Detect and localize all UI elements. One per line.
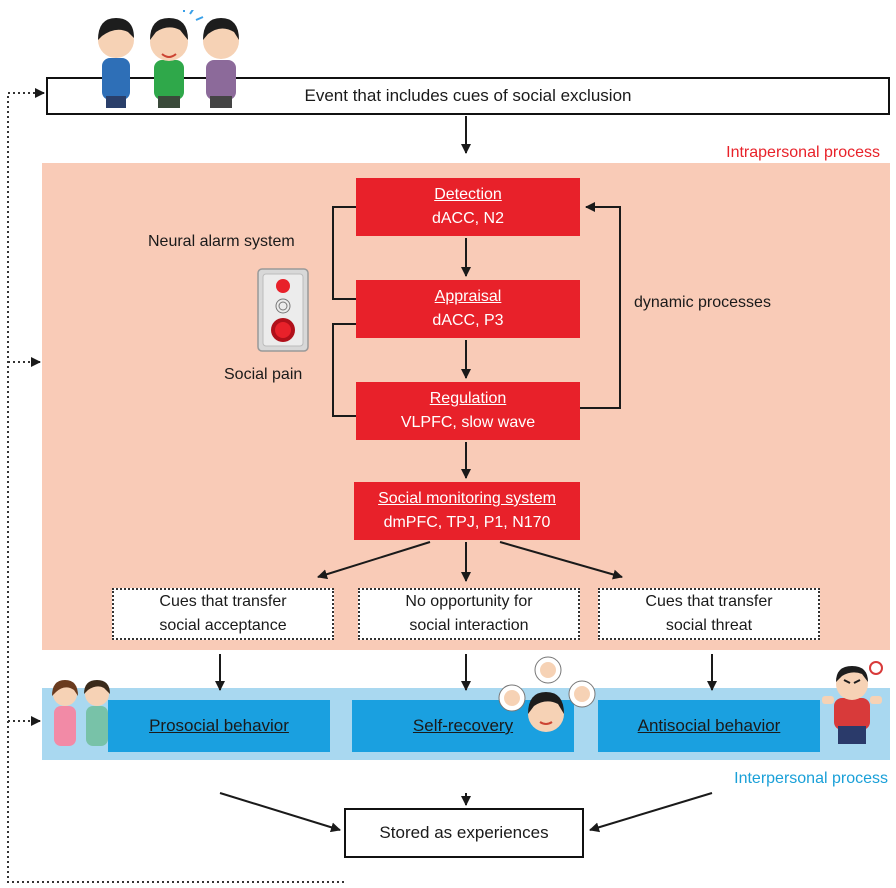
arrow-monitoring-to-threat bbox=[499, 541, 623, 580]
self-recovery-label: Self-recovery bbox=[412, 716, 514, 735]
dynamic-loop bbox=[580, 202, 621, 409]
cue-box-threat: Cues that transfer social threat bbox=[598, 588, 820, 640]
cue-line1: Cues that transfer bbox=[159, 593, 287, 610]
regulation-box: Regulation VLPFC, slow wave bbox=[356, 382, 580, 440]
event-label: Event that includes cues of social exclu… bbox=[304, 86, 632, 105]
arrow-monitoring-to-acceptance bbox=[317, 541, 431, 580]
self-recovery-faces-illustration bbox=[498, 656, 596, 732]
detection-box: Detection dACC, N2 bbox=[356, 178, 580, 236]
alarm-label: Neural alarm system bbox=[148, 233, 295, 250]
cue-box-acceptance: Cues that transfer social acceptance bbox=[112, 588, 334, 640]
arrow-prosocial-to-stored bbox=[219, 792, 341, 833]
excluded-children-illustration bbox=[98, 10, 239, 108]
pain-label: Social pain bbox=[224, 366, 303, 383]
alarm-button-icon bbox=[257, 268, 309, 352]
monitoring-sub: dmPFC, TPJ, P1, N170 bbox=[383, 514, 551, 531]
regulation-sub: VLPFC, slow wave bbox=[400, 414, 536, 431]
feedback-dotted bbox=[7, 88, 344, 883]
antisocial-label: Antisocial behavior bbox=[637, 716, 781, 735]
cue-box-no-opportunity: No opportunity for social interaction bbox=[358, 588, 580, 640]
detection-title: Detection bbox=[434, 186, 502, 203]
prosocial-label: Prosocial behavior bbox=[149, 716, 289, 735]
cue-line2: social acceptance bbox=[159, 617, 287, 634]
alarm-bracket bbox=[332, 206, 356, 300]
friendly-couple-illustration bbox=[52, 680, 110, 746]
prosocial-box: Prosocial behavior bbox=[108, 700, 330, 752]
cue-line2: social interaction bbox=[409, 617, 529, 634]
monitoring-box: Social monitoring system dmPFC, TPJ, P1,… bbox=[354, 482, 580, 540]
interpersonal-label: Interpersonal process bbox=[734, 770, 888, 787]
regulation-title: Regulation bbox=[429, 390, 507, 407]
appraisal-title: Appraisal bbox=[434, 288, 502, 305]
cue-line2: social threat bbox=[665, 617, 753, 634]
angry-person-illustration bbox=[822, 661, 883, 744]
appraisal-box: Appraisal dACC, P3 bbox=[356, 280, 580, 338]
detection-sub: dACC, N2 bbox=[431, 210, 505, 227]
antisocial-box: Antisocial behavior bbox=[598, 700, 820, 752]
pain-bracket bbox=[332, 323, 356, 417]
stored-label: Stored as experiences bbox=[379, 823, 549, 842]
dynamic-label: dynamic processes bbox=[634, 294, 771, 311]
arrow-antisocial-to-stored bbox=[589, 792, 713, 833]
stored-box: Stored as experiences bbox=[344, 808, 584, 858]
intrapersonal-label: Intrapersonal process bbox=[726, 144, 880, 161]
cue-line1: Cues that transfer bbox=[645, 593, 773, 610]
monitoring-title: Social monitoring system bbox=[378, 490, 556, 507]
cue-line1: No opportunity for bbox=[405, 593, 533, 610]
event-box: Event that includes cues of social exclu… bbox=[46, 77, 890, 115]
appraisal-sub: dACC, P3 bbox=[432, 312, 504, 329]
